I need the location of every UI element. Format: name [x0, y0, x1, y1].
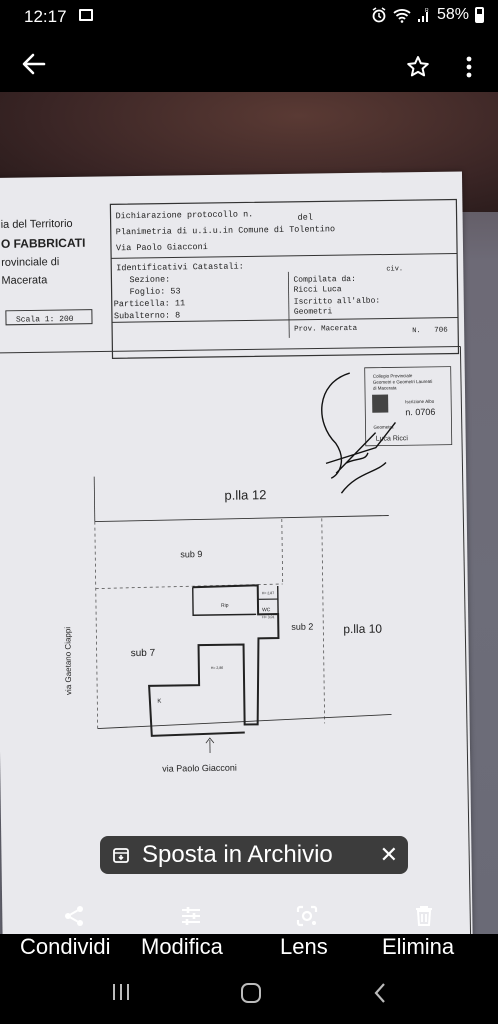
arrow-back-icon — [22, 53, 46, 75]
subalterno: Subalterno: 8 — [114, 310, 180, 321]
battery-percent: 58% — [436, 6, 469, 23]
wc-label: WC — [262, 607, 271, 613]
recents-button[interactable] — [110, 982, 132, 1007]
planimetria: Planimetria di u.i.u.in Comune di Tolent… — [116, 224, 335, 237]
floor-plan-drawing: ia del Territorio O FABBRICATI rovincial… — [0, 198, 472, 934]
share-icon — [65, 906, 83, 926]
more-vert-icon — [466, 56, 472, 78]
back-nav-button[interactable] — [372, 982, 388, 1009]
identificativi: Identificativi Catastali: — [116, 261, 244, 273]
particella: Particella: 11 — [114, 298, 186, 309]
close-icon[interactable]: ✕ — [379, 842, 398, 867]
status-time: 12:17 — [24, 7, 67, 26]
num-value: 706 — [434, 327, 448, 335]
favorite-button[interactable] — [404, 53, 432, 79]
plla-10-label: p.lla 10 — [343, 622, 382, 637]
signature — [321, 372, 397, 494]
edit-button[interactable]: Modifica — [141, 907, 223, 960]
foglio: Foglio: 53 — [130, 286, 181, 297]
status-bar: 12:17 R 58% — [0, 0, 498, 34]
street-label: via Paolo Giacconi — [162, 763, 237, 774]
back-button[interactable] — [20, 52, 48, 76]
edit-label: Modifica — [141, 934, 223, 959]
tune-icon — [182, 907, 200, 925]
geometri: Geometri — [294, 307, 333, 317]
prov: Prov. Macerata — [294, 325, 358, 334]
stamp-line-2: Geometri e Geometri Laureati — [373, 379, 433, 385]
document-sheet: ia del Territorio O FABBRICATI rovincial… — [0, 171, 473, 934]
wifi-icon — [393, 8, 411, 23]
system-nav-bar — [0, 964, 498, 1024]
top-app-bar — [0, 34, 498, 92]
stamp-line-1: Collegio Provinciale — [373, 373, 413, 379]
dichiarazione: Dichiarazione protocollo n. — [115, 209, 253, 221]
sub-9-label: sub 9 — [180, 549, 202, 559]
iscritto: Iscritto all'albo: — [294, 297, 381, 307]
lens-icon — [296, 905, 318, 927]
rip-label: Rip — [221, 603, 229, 609]
side-street-label: via Gaetano Ciappi — [63, 627, 73, 695]
k-label: K — [157, 699, 161, 705]
battery-icon — [475, 7, 484, 23]
del-label: del — [298, 213, 313, 223]
photo-viewer[interactable]: ia del Territorio O FABBRICATI rovincial… — [0, 92, 498, 934]
height-3: H= 2,86 — [211, 666, 223, 670]
lens-button[interactable]: Lens — [280, 905, 328, 960]
stamp-name: Luca Ricci — [376, 435, 409, 442]
compiler-name: Ricci Luca — [294, 285, 342, 295]
lens-label: Lens — [280, 934, 328, 959]
back-icon — [374, 983, 385, 1003]
star-outline-icon — [407, 55, 429, 76]
signal-icon: R — [417, 8, 429, 22]
stamp-iscrizione: Iscrizione Albo — [405, 399, 435, 404]
stamp-geometra: Geometra — [373, 424, 394, 429]
home-icon — [241, 983, 261, 1003]
num-label: N. — [412, 327, 421, 335]
plla-12-label: p.lla 12 — [224, 487, 266, 503]
archive-toast[interactable]: Sposta in Archivio ✕ — [100, 836, 408, 874]
agency-line-1: ia del Territorio — [1, 218, 73, 231]
alarm-icon — [372, 7, 386, 23]
recents-icon — [113, 984, 129, 1000]
archive-icon — [113, 848, 129, 863]
home-button[interactable] — [240, 982, 262, 1009]
sezione: Sezione: — [129, 275, 170, 286]
height-1: H= 2,87 — [262, 591, 274, 595]
scale-label: Scala 1: 200 — [16, 315, 74, 325]
bottom-actions: Condividi Modifica Lens Elimina — [0, 905, 498, 964]
trash-icon — [416, 906, 432, 926]
height-2: H= 3,01 — [262, 615, 274, 619]
sub-2-label: sub 2 — [291, 622, 313, 632]
agency-line-3: rovinciale di — [1, 256, 59, 269]
toast-text: Sposta in Archivio — [142, 841, 333, 868]
delete-label: Elimina — [382, 934, 455, 959]
status-indicators: R 58% — [371, 6, 484, 24]
image-notification-icon — [79, 9, 93, 21]
agency-line-4: Macerata — [1, 274, 48, 287]
agency-line-2: O FABBRICATI — [1, 236, 86, 251]
sub-7-label: sub 7 — [131, 648, 156, 659]
more-options-button[interactable] — [460, 54, 478, 80]
stamp-number: n. 0706 — [405, 407, 435, 417]
civ-label: civ. — [386, 265, 403, 273]
share-label: Condividi — [20, 934, 111, 959]
delete-button[interactable]: Elimina — [382, 906, 455, 960]
compilata: Compilata da: — [293, 275, 356, 285]
svg-text:R: R — [425, 8, 429, 14]
share-button[interactable]: Condividi — [20, 906, 111, 960]
address: Via Paolo Giacconi — [116, 242, 208, 253]
stamp-line-3: di Macerata — [373, 385, 397, 390]
